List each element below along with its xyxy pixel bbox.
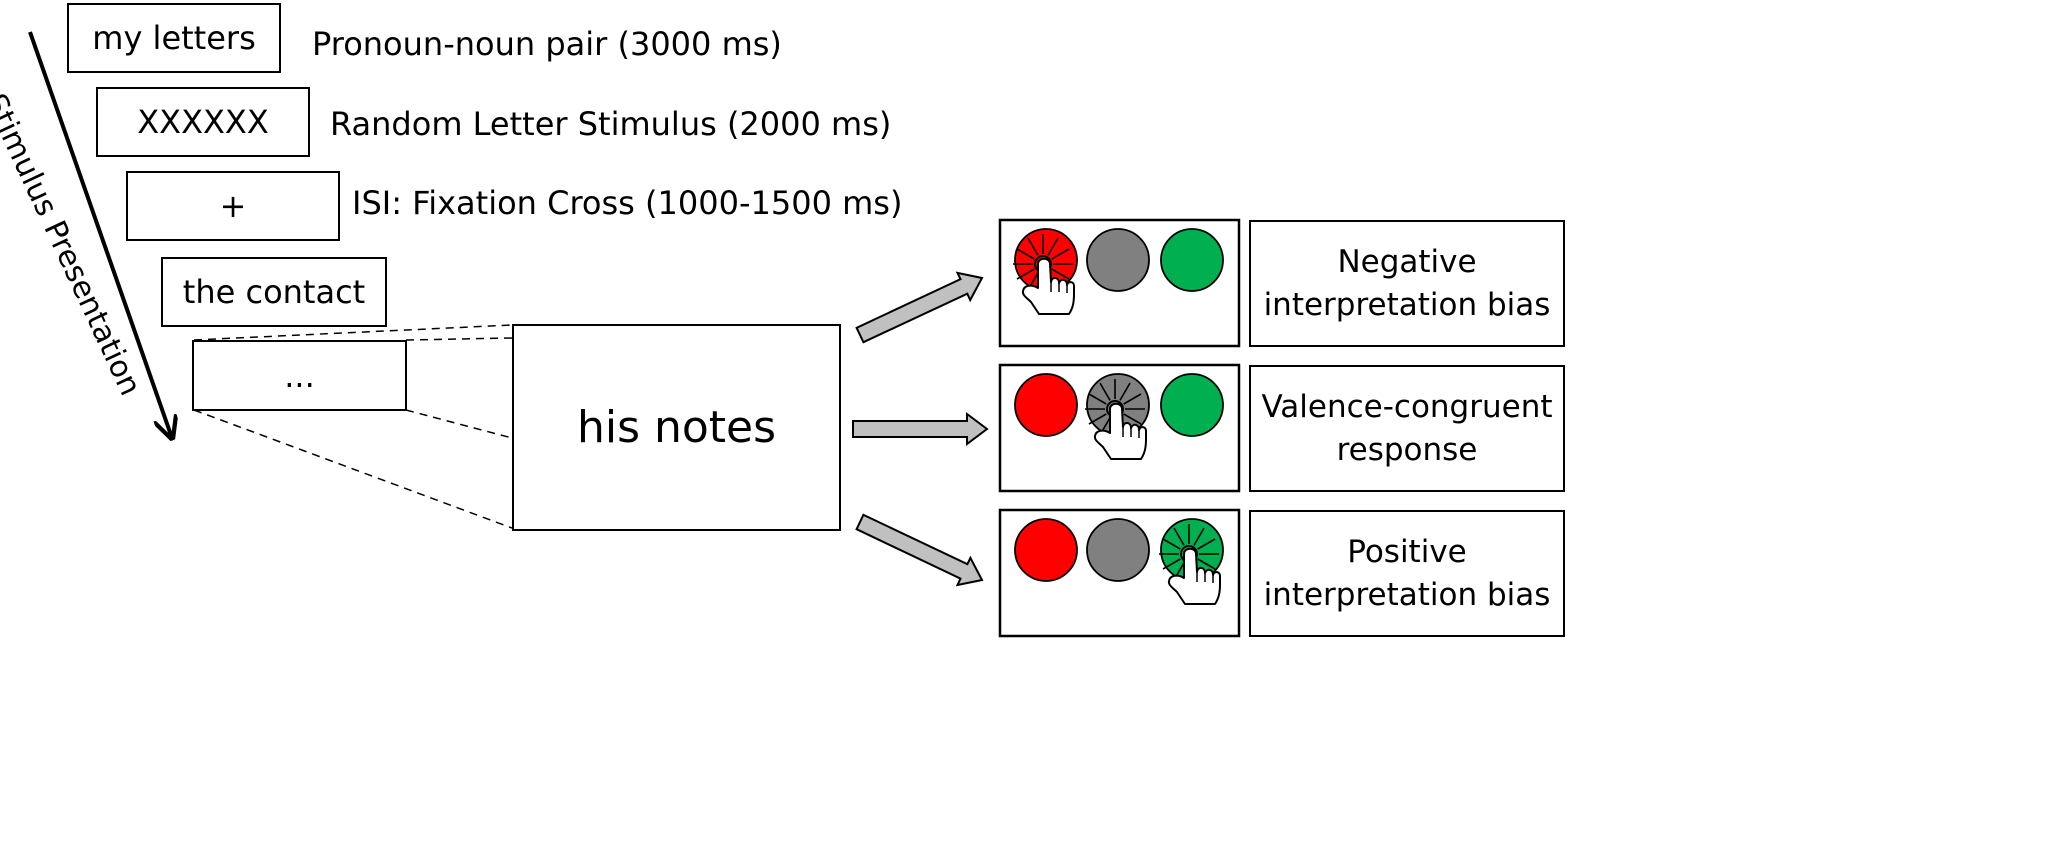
- response-label-positive: Positive interpretation bias: [1249, 510, 1565, 637]
- stimulus-frame-4: the contact: [161, 257, 387, 327]
- pointing-hand-icon: [1013, 234, 1075, 315]
- stimulus-frame-text: my letters: [92, 19, 256, 57]
- response-panels: [998, 218, 1241, 638]
- stimulus-frame-text: XXXXXX: [137, 103, 269, 141]
- timeline-arrow: [28, 31, 172, 438]
- response-label-line: Negative: [1337, 243, 1477, 280]
- stimulus-frame-1: my letters: [67, 3, 281, 73]
- stimulus-frame-5: ...: [192, 340, 407, 411]
- response-label-text: Negative interpretation bias: [1264, 241, 1551, 327]
- stimulus-frame-text: ...: [284, 356, 315, 395]
- response-label-negative: Negative interpretation bias: [1249, 220, 1565, 347]
- response-label-line: Positive: [1347, 533, 1467, 570]
- green-response-button[interactable]: [1160, 228, 1224, 292]
- target-trial-text: his notes: [576, 402, 777, 453]
- pointing-hand-icon: [1159, 524, 1221, 605]
- response-label-line: response: [1336, 431, 1478, 468]
- stimulus-frame-3: +: [126, 171, 340, 241]
- response-label-congruent: Valence-congruent response: [1249, 365, 1565, 492]
- pointing-hand-icon: [1085, 379, 1147, 460]
- block-arrow: [855, 271, 984, 344]
- response-label-text: Positive interpretation bias: [1264, 531, 1551, 617]
- response-arrows: [852, 271, 989, 587]
- paradigm-diagram: Stimulus Presentation my letters Pronoun…: [0, 3, 1565, 638]
- block-arrow: [852, 412, 989, 446]
- red-response-button[interactable]: [1014, 518, 1078, 582]
- gray-response-button[interactable]: [1086, 518, 1150, 582]
- stimulus-frame-caption: Pronoun-noun pair (3000 ms): [312, 25, 782, 63]
- button-panel: [998, 363, 1241, 493]
- stimulus-frame-text: the contact: [182, 273, 366, 311]
- response-label-text: Valence-congruent response: [1261, 386, 1552, 472]
- stimulus-frame-2: XXXXXX: [96, 87, 310, 157]
- response-label-line: interpretation bias: [1263, 576, 1551, 613]
- response-label-line: Valence-congruent: [1261, 388, 1553, 425]
- green-response-button[interactable]: [1160, 373, 1224, 437]
- response-label-line: interpretation bias: [1263, 286, 1551, 323]
- stimulus-frame-caption: ISI: Fixation Cross (1000-1500 ms): [352, 184, 903, 222]
- button-panel: [998, 508, 1241, 638]
- stimulus-frame-text: +: [219, 187, 247, 225]
- red-response-button[interactable]: [1014, 373, 1078, 437]
- target-trial-box: his notes: [512, 324, 841, 531]
- stimulus-frame-caption: Random Letter Stimulus (2000 ms): [330, 105, 892, 143]
- block-arrow: [855, 513, 984, 587]
- zoom-lines: [193, 324, 513, 529]
- diagram-graphics: [28, 31, 1241, 638]
- gray-response-button[interactable]: [1086, 228, 1150, 292]
- button-panel: [998, 218, 1241, 348]
